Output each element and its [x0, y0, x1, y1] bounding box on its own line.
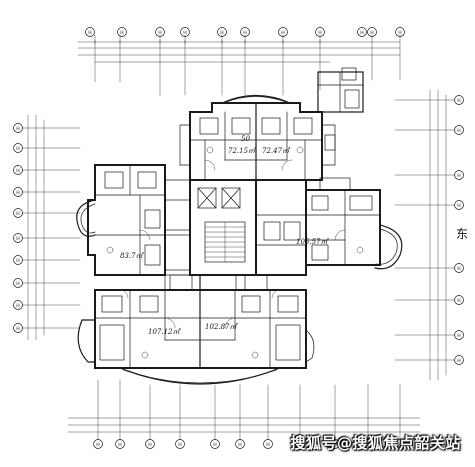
- svg-text:H: H: [158, 30, 161, 36]
- grid-bubble: H: [454, 355, 464, 365]
- svg-text:H: H: [318, 30, 321, 36]
- grid-bubble: H: [357, 27, 367, 37]
- grid-bubble: H: [263, 439, 273, 449]
- grid-bubble: H: [117, 27, 127, 37]
- grid-bubble: H: [115, 439, 125, 449]
- grid-bubble: H: [180, 27, 190, 37]
- watermark: 搜狐号@搜狐焦点韶关站: [290, 434, 461, 452]
- building-walls: [76, 67, 403, 385]
- grid-bubble: H: [295, 439, 305, 449]
- grid-bubble: H: [13, 255, 23, 265]
- svg-text:H: H: [16, 236, 19, 242]
- svg-text:H: H: [457, 333, 460, 339]
- svg-text:H: H: [370, 30, 373, 36]
- unit-area-right: 105.57㎡: [296, 237, 329, 246]
- grid-bubbles-left: H H H H H H H H H H: [13, 123, 23, 333]
- grid-bubble: H: [315, 27, 325, 37]
- svg-text:H: H: [16, 281, 19, 287]
- svg-text:H: H: [96, 442, 99, 448]
- svg-text:H: H: [16, 146, 19, 152]
- grid-bubble: H: [278, 27, 288, 37]
- svg-text:H: H: [457, 128, 460, 134]
- grid-bubble: H: [13, 208, 23, 218]
- svg-text:H: H: [148, 442, 151, 448]
- grid-bubble: H: [217, 27, 227, 37]
- grid-bubble: H: [454, 125, 464, 135]
- svg-text:H: H: [88, 30, 91, 36]
- grid-bubble: H: [13, 323, 23, 333]
- unit-area-top-mark: 50: [241, 135, 250, 143]
- svg-text:H: H: [213, 442, 216, 448]
- svg-text:H: H: [457, 98, 460, 104]
- svg-text:H: H: [183, 30, 186, 36]
- svg-text:H: H: [398, 442, 401, 448]
- grid-bubble: H: [13, 187, 23, 197]
- grid-bubble: H: [235, 439, 245, 449]
- svg-text:H: H: [266, 442, 269, 448]
- unit-area-bottom-right: 102.87㎡: [205, 322, 238, 331]
- svg-text:H: H: [457, 203, 460, 209]
- unit-area-labels: 50 72.15㎡ 72.47㎡ 83.7㎡ 105.57㎡ 107.12㎡ 1…: [120, 135, 329, 336]
- grid-bubble: H: [395, 439, 405, 449]
- grid-bubble: H: [85, 27, 95, 37]
- svg-text:H: H: [457, 173, 460, 179]
- dimension-lines: [21, 34, 456, 441]
- grid-bubble: H: [13, 165, 23, 175]
- grid-bubble: H: [454, 95, 464, 105]
- grid-bubble: H: [155, 27, 165, 37]
- svg-text:H: H: [457, 266, 460, 272]
- grid-bubble: H: [454, 330, 464, 340]
- svg-text:H: H: [333, 442, 336, 448]
- grid-bubble: H: [454, 263, 464, 273]
- svg-text:H: H: [457, 358, 460, 364]
- svg-text:H: H: [298, 442, 301, 448]
- svg-text:H: H: [243, 30, 246, 36]
- svg-text:H: H: [281, 30, 284, 36]
- grid-bubble: H: [454, 295, 464, 305]
- svg-text:H: H: [16, 168, 19, 174]
- svg-text:H: H: [238, 442, 241, 448]
- svg-text:H: H: [16, 211, 19, 217]
- grid-bubble: H: [363, 439, 373, 449]
- svg-text:H: H: [120, 30, 123, 36]
- svg-text:H: H: [16, 303, 19, 309]
- svg-text:H: H: [16, 126, 19, 132]
- grid-bubbles-top: H H H H H H H H H H H: [85, 27, 405, 37]
- svg-text:H: H: [118, 442, 121, 448]
- svg-text:H: H: [360, 30, 363, 36]
- grid-bubble: H: [210, 439, 220, 449]
- grid-bubble: H: [454, 170, 464, 180]
- svg-text:H: H: [16, 258, 19, 264]
- grid-bubble: H: [13, 123, 23, 133]
- grid-bubble: H: [13, 233, 23, 243]
- unit-area-left: 83.7㎡: [120, 251, 145, 260]
- grid-bubble: H: [395, 27, 405, 37]
- grid-bubble: H: [330, 439, 340, 449]
- grid-bubble: H: [240, 27, 250, 37]
- grid-bubble: H: [93, 439, 103, 449]
- grid-bubbles-right: H H H H H H H H: [454, 95, 464, 365]
- svg-text:H: H: [457, 298, 460, 304]
- svg-text:H: H: [16, 190, 19, 196]
- svg-text:H: H: [16, 326, 19, 332]
- unit-area-top-left: 72.15㎡: [228, 146, 257, 155]
- grid-bubble: H: [13, 143, 23, 153]
- orientation-label: 东: [456, 227, 468, 241]
- grid-bubble: H: [13, 278, 23, 288]
- svg-text:H: H: [178, 442, 181, 448]
- grid-bubble: H: [454, 200, 464, 210]
- grid-bubble: H: [145, 439, 155, 449]
- svg-text:H: H: [366, 442, 369, 448]
- grid-bubbles-bottom: H H H H H H H H H H H: [93, 439, 405, 449]
- unit-area-bottom-left: 107.12㎡: [148, 327, 181, 336]
- unit-area-top-right: 72.47㎡: [262, 146, 291, 155]
- svg-text:H: H: [220, 30, 223, 36]
- grid-bubble: H: [367, 27, 377, 37]
- grid-bubble: H: [13, 300, 23, 310]
- svg-text:H: H: [398, 30, 401, 36]
- grid-bubble: H: [175, 439, 185, 449]
